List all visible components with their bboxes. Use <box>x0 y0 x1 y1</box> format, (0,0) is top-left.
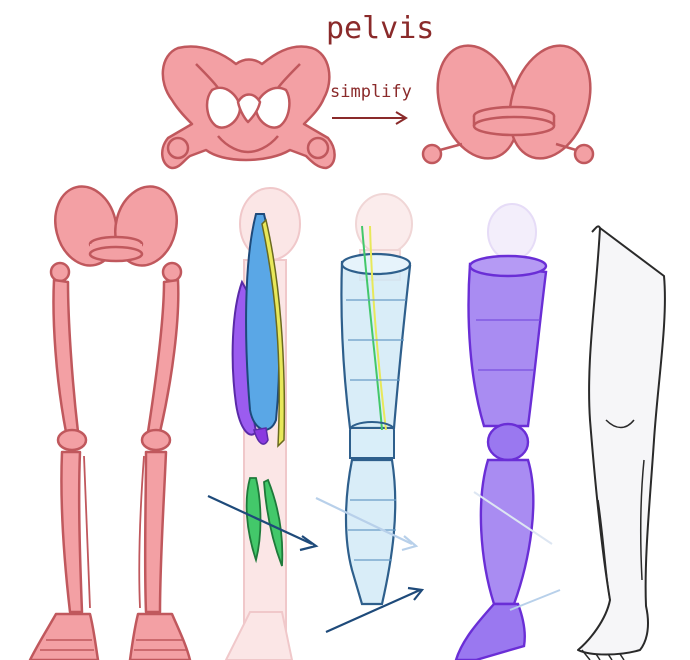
arrow-right-icon <box>207 495 313 545</box>
foot-volume <box>454 602 526 660</box>
form-leg <box>315 193 425 634</box>
arrow-right-icon <box>401 535 419 552</box>
skeleton-legs <box>28 185 192 660</box>
simplify-arrow: simplify <box>330 82 412 125</box>
knee-block <box>349 430 395 459</box>
thigh-tube <box>340 260 412 430</box>
pelvis-simplified <box>421 44 595 165</box>
arrow-right-icon <box>299 535 319 552</box>
calf-volume <box>479 458 535 606</box>
arrow-right-icon <box>325 588 421 634</box>
thigh-volume <box>467 262 548 428</box>
calf-tube <box>344 458 397 606</box>
arrow-right-icon <box>315 497 413 545</box>
arrow-right-icon <box>407 586 425 601</box>
finished-leg <box>577 225 666 660</box>
arrow-right-icon <box>509 589 561 611</box>
simplify-label: simplify <box>330 82 412 102</box>
muscle-leg <box>207 187 319 660</box>
arrow-right-icon <box>395 111 408 125</box>
green-calf-muscle <box>245 477 262 564</box>
knee-sphere <box>486 422 530 462</box>
yellow-muscle <box>261 218 286 448</box>
arrow-right-icon <box>473 491 553 545</box>
pelvis-detailed <box>160 45 336 170</box>
green-calf-muscle <box>263 478 284 567</box>
pelvis-title: pelvis <box>326 11 434 46</box>
purple-tendon <box>253 427 269 445</box>
volume-leg <box>454 203 561 660</box>
